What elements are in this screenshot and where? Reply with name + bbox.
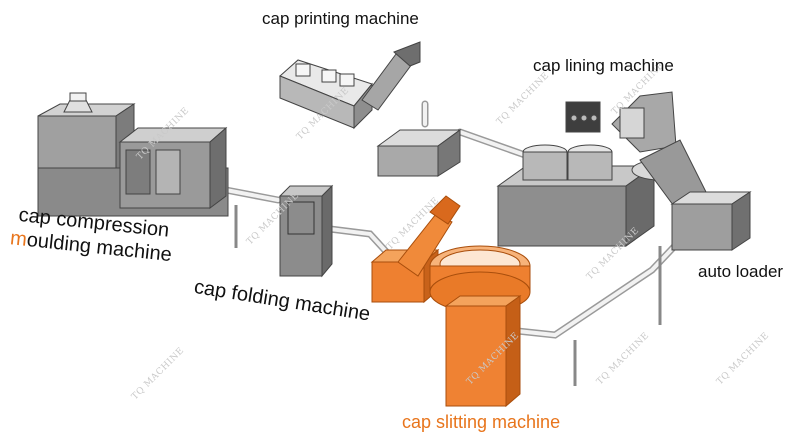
compression-moulding-machine [37, 92, 238, 248]
auto-loader [573, 139, 752, 386]
printing-machine-label: cap printing machine [262, 9, 419, 28]
auto-loader-label: auto loader [698, 262, 784, 281]
watermark-text: TQ MACHINE [495, 71, 551, 127]
watermark-text: TQ MACHINE [715, 331, 771, 387]
slitting-machine [370, 195, 531, 408]
slitting-machine-label: cap slitting machine [402, 412, 561, 432]
folding-machine [278, 184, 334, 278]
watermark-text: TQ MACHINE [595, 331, 651, 387]
watermark-text: TQ MACHINE [130, 346, 186, 402]
lining-machine [496, 91, 689, 325]
printing-machine [279, 41, 462, 177]
lining-machine-label: cap lining machine [533, 56, 674, 75]
